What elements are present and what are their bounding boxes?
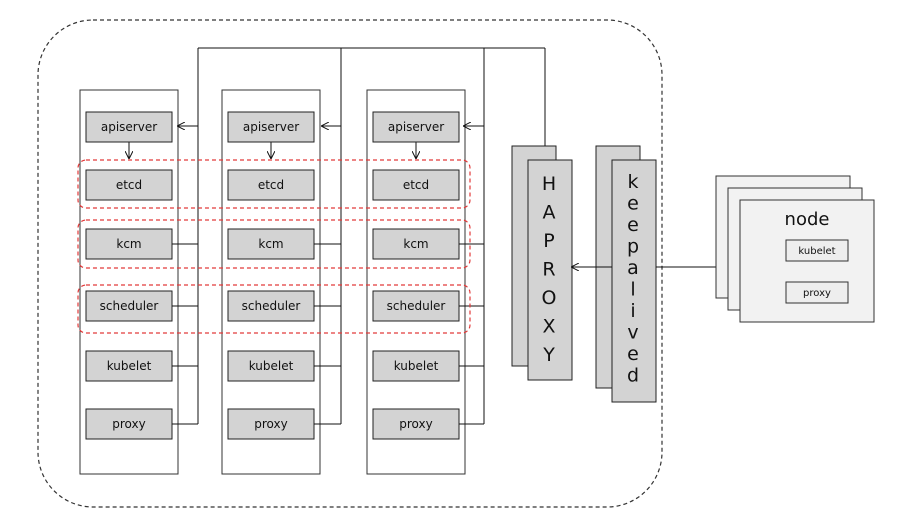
kubelet-label: kubelet [394,359,439,373]
keepalived-letter: v [627,322,638,344]
apiserver-label: apiserver [243,120,299,134]
proxy-box: proxy [227,408,315,440]
keepalived-letter: d [627,365,639,387]
haproxy-letter: H [542,173,556,195]
haproxy-letter: R [542,259,555,281]
proxy-label: proxy [399,417,432,431]
proxy-label: proxy [254,417,287,431]
kubelet-box: kubelet [227,350,315,382]
etcd-box: etcd [227,169,315,201]
kcm-box: kcm [227,228,315,260]
master-column-2: apiserver etcd kcm scheduler kubelet proxy [221,89,341,475]
proxy-box: proxy [85,408,173,440]
svg-text:kubelet: kubelet [798,246,835,257]
kubelet-box: kubelet [85,350,173,382]
etcd-label: etcd [258,178,284,192]
kubelet-box: kubelet [372,350,460,382]
kubelet-label: kubelet [249,359,294,373]
etcd-label: etcd [116,178,142,192]
scheduler-label: scheduler [387,299,446,313]
haproxy-letter: Y [542,344,555,366]
worker-node-stack: node kubelet proxy [715,175,875,323]
node-title: node [785,209,830,230]
svg-text:proxy: proxy [803,288,831,299]
kcm-label: kcm [403,237,428,251]
master-column-3: apiserver etcd kcm scheduler kubelet proxy [366,89,484,475]
apiserver-label: apiserver [388,120,444,134]
apiserver-box: apiserver [372,111,460,143]
haproxy-letter: A [543,202,556,224]
kcm-label: kcm [116,237,141,251]
etcd-box: etcd [372,169,460,201]
keepalived-letter: l [630,279,635,301]
proxy-label: proxy [112,417,145,431]
scheduler-label: scheduler [100,299,159,313]
keepalived-letter: e [627,214,639,236]
kcm-label: kcm [258,237,283,251]
scheduler-box: scheduler [227,290,315,322]
apiserver-label: apiserver [101,120,157,134]
proxy-box: proxy [372,408,460,440]
scheduler-box: scheduler [372,290,460,322]
keepalived-letter: e [627,193,639,215]
keepalived-letter: i [630,300,635,322]
node-kubelet: kubelet [785,239,849,262]
apiserver-box: apiserver [227,111,315,143]
kubelet-label: kubelet [107,359,152,373]
node-proxy: proxy [785,281,849,304]
etcd-label: etcd [403,178,429,192]
scheduler-box: scheduler [85,290,173,322]
apiserver-box: apiserver [85,111,173,143]
master-column-1: apiserver etcd kcm scheduler kubelet proxy [79,89,198,475]
haproxy-letter: P [543,230,554,252]
scheduler-label: scheduler [242,299,301,313]
haproxy-letter: X [542,316,555,338]
keepalived-letter: a [627,257,639,279]
keepalived-letter: k [627,171,638,193]
keepalived-letter: e [627,343,639,365]
kcm-box: kcm [372,228,460,260]
kcm-box: kcm [85,228,173,260]
keepalived-letter: p [627,236,639,258]
haproxy-letter: O [542,287,557,309]
etcd-box: etcd [85,169,173,201]
connection-lines [178,47,786,424]
